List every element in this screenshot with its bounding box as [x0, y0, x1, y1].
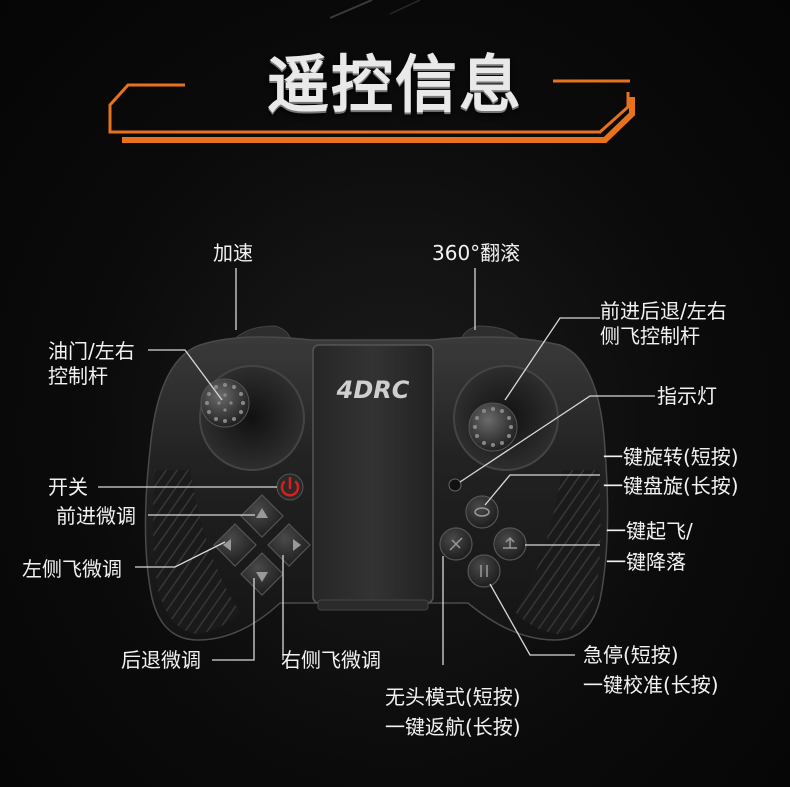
dpad-left-icon	[223, 539, 231, 551]
label-fwd-line1: 前进后退/左右	[600, 299, 727, 323]
label-flip: 360°翻滚	[432, 241, 521, 265]
dpad-left-button	[213, 523, 257, 567]
label-fwd-line2: 侧飞控制杆	[600, 324, 700, 348]
label-estop-line2: 一键校准(长按)	[583, 673, 719, 697]
callout-lines	[98, 268, 655, 665]
label-indicator: 指示灯	[657, 384, 717, 408]
label-rotate-line2: 一键盘旋(长按)	[603, 474, 739, 498]
label-throttle-line2: 控制杆	[48, 364, 108, 388]
label-takeoff-line1: 一键起飞/	[606, 519, 693, 543]
label-trim-right: 右侧飞微调	[281, 648, 381, 672]
estop-icon	[480, 565, 488, 577]
label-headless-line1: 无头模式(短按)	[385, 685, 521, 709]
power-icon	[280, 476, 300, 497]
brand-logo: 4DRC	[336, 376, 410, 404]
label-headless-line2: 一键返航(长按)	[385, 715, 521, 739]
dpad	[213, 494, 311, 596]
label-throttle-line1: 油门/左右	[48, 339, 135, 363]
label-rotate-line1: 一键旋转(短按)	[603, 445, 739, 469]
label-trim-left: 左侧飞微调	[22, 557, 122, 581]
estop-button	[467, 554, 501, 588]
dpad-icons	[223, 508, 301, 582]
label-power: 开关	[48, 475, 88, 499]
page-title: 遥控信息	[266, 48, 523, 121]
dpad-up-icon	[256, 508, 268, 518]
label-trim-fwd: 前进微调	[56, 504, 136, 528]
dpad-right-icon	[293, 539, 301, 551]
label-takeoff-line2: 一键降落	[606, 550, 686, 574]
dpad-down-icon	[256, 572, 268, 582]
indicator-light	[448, 478, 462, 492]
label-speed: 加速	[213, 241, 253, 265]
takeoff-icon	[503, 536, 517, 549]
label-trim-back: 后退微调	[121, 648, 201, 672]
dpad-right-button	[267, 523, 311, 567]
rotate-button	[465, 495, 499, 529]
label-estop-line1: 急停(短按)	[583, 643, 679, 667]
rotate-icon	[474, 507, 490, 517]
headless-icon	[449, 537, 463, 551]
